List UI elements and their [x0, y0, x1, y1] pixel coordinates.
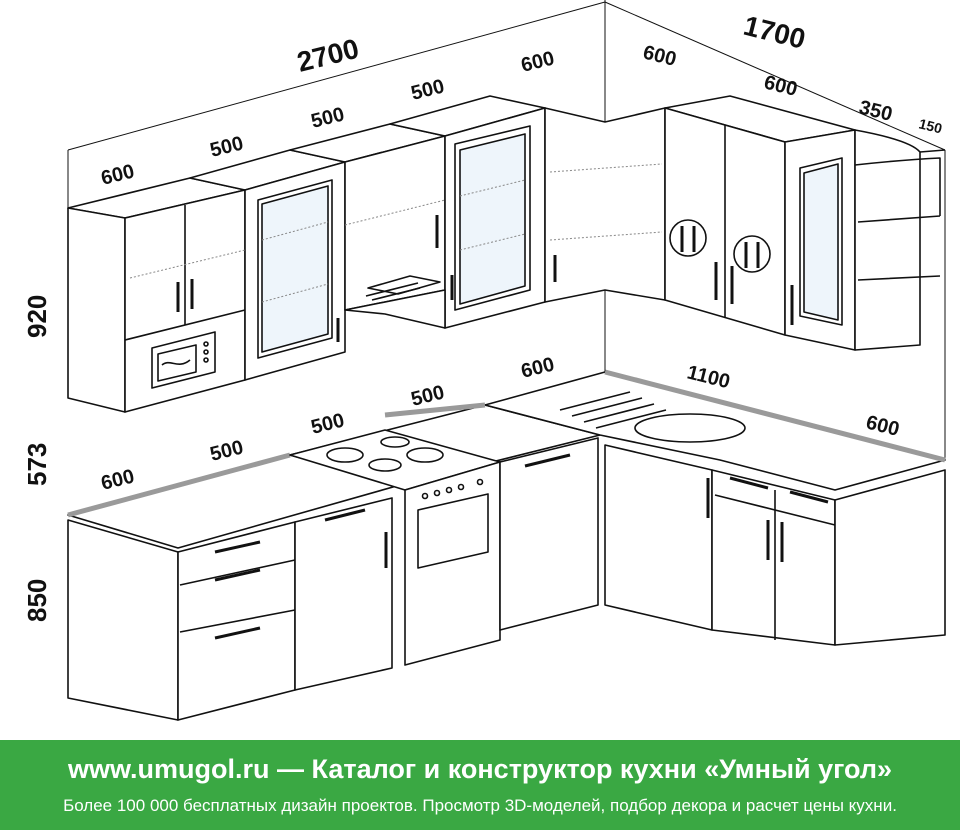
kitchen-diagram: 2700 1700 600 500 500 500 600 600 600 35…: [22, 0, 946, 721]
dim-lower-left-2: 500: [208, 436, 246, 465]
dim-upper-right-3: 350: [857, 97, 895, 126]
dim-lower-right-1: 1100: [685, 362, 732, 394]
dim-upper-left-5: 600: [519, 47, 557, 76]
dim-lower-left-4: 500: [409, 381, 447, 410]
dim-upper-left-1: 600: [99, 160, 137, 189]
site-link[interactable]: www.umugol.ru: [67, 754, 270, 784]
dim-total-left: 2700: [294, 33, 362, 78]
dim-lower-left-1: 600: [99, 465, 137, 494]
dim-height-upper: 920: [22, 295, 52, 338]
upper-cabinets-right: [664, 95, 946, 351]
dim-upper-left-4: 500: [409, 75, 447, 104]
promo-footer: www.umugol.ru — Каталог и конструктор ку…: [0, 740, 960, 830]
dim-upper-right-2: 600: [762, 72, 800, 101]
footer-dash: —: [277, 754, 304, 784]
dim-height-lower: 850: [22, 579, 52, 622]
footer-tagline: Более 100 000 бесплатных дизайн проектов…: [63, 796, 897, 815]
upper-cabinets-left: [67, 95, 666, 413]
dim-total-right: 1700: [741, 10, 809, 55]
dim-lower-right-2: 600: [864, 412, 902, 441]
catalog-text: Каталог и конструктор кухни «Умный угол»: [311, 754, 893, 784]
dim-lower-left-5: 600: [519, 353, 557, 382]
dim-upper-right-1: 600: [641, 42, 679, 71]
dim-upper-right-4: 150: [917, 115, 944, 136]
dim-height-gap: 573: [22, 443, 52, 486]
dim-upper-left-2: 500: [208, 132, 246, 161]
footer-title: www.umugol.ru — Каталог и конструктор ку…: [0, 754, 960, 785]
base-cabinets: [67, 369, 946, 721]
dim-upper-left-3: 500: [309, 103, 347, 132]
dim-lower-left-3: 500: [309, 409, 347, 438]
